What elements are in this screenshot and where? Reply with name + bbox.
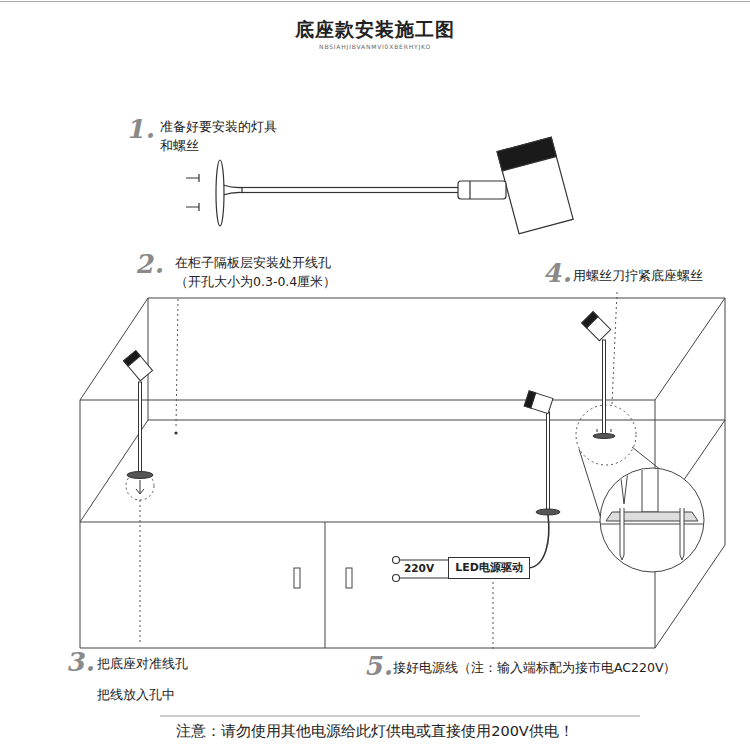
screw bbox=[186, 203, 199, 211]
lamp-figure bbox=[186, 137, 573, 234]
leader-line bbox=[493, 582, 494, 650]
lamp-figure bbox=[524, 391, 560, 515]
terminal bbox=[393, 575, 400, 582]
step-text: 在柜子隔板层安装处开线孔 （开孔大小为0.3-0.4厘米） bbox=[175, 253, 339, 291]
detail-circle bbox=[126, 472, 154, 500]
zoom-line bbox=[579, 449, 603, 525]
lamp-stem bbox=[224, 188, 460, 193]
zoom-content bbox=[598, 460, 706, 560]
box-text: LED电源驱动 bbox=[454, 561, 524, 575]
lamp-cap bbox=[124, 351, 141, 367]
lamp-base bbox=[593, 434, 615, 439]
leader-line bbox=[176, 299, 178, 428]
lamp-head bbox=[524, 391, 553, 414]
cable-hole bbox=[174, 431, 177, 434]
cabinet bbox=[80, 298, 725, 648]
lamp-ring bbox=[469, 181, 470, 199]
wire bbox=[529, 515, 549, 568]
warning-note: 注意：请勿使用其他电源给此灯供电或直接使用200V供电！ bbox=[176, 722, 574, 740]
step-text: 接好电源线（注：输入端标配为接市电AC220V） bbox=[393, 658, 676, 677]
wire bbox=[400, 560, 450, 578]
screw bbox=[597, 429, 611, 432]
zoom-stem bbox=[642, 460, 658, 512]
top-rule bbox=[0, 1, 750, 2]
cabinet-outline bbox=[80, 298, 725, 648]
voltage-label: 220V bbox=[404, 562, 434, 574]
leader-line bbox=[140, 500, 141, 642]
lamp-joint bbox=[458, 181, 506, 199]
bottom-rule bbox=[160, 716, 640, 717]
lamp-cap bbox=[524, 391, 536, 408]
zoom-screw bbox=[620, 508, 684, 560]
lamp-head bbox=[497, 137, 573, 234]
lamp-stem bbox=[547, 412, 550, 511]
subtitle: NBSIAHJIBVANMVI0XBERHYJKO bbox=[319, 43, 431, 51]
wiring bbox=[393, 515, 549, 582]
lamp-body bbox=[124, 351, 153, 381]
zoom-detail bbox=[579, 447, 706, 572]
door-handle bbox=[294, 568, 300, 588]
lamp-figure bbox=[124, 351, 153, 494]
callout-number: 4. bbox=[545, 259, 572, 287]
lamp-flare bbox=[223, 185, 242, 195]
lamp-cap bbox=[497, 137, 556, 171]
step-text: 准备好要安装的灯具 和螺丝 bbox=[160, 117, 279, 155]
lamp-base bbox=[127, 472, 153, 479]
diagram-title: 底座款安装施工图 bbox=[295, 17, 455, 41]
lamp-stem bbox=[603, 340, 606, 435]
leader-line bbox=[612, 292, 617, 404]
zoom-shelf bbox=[598, 524, 706, 525]
callout-number: 3. bbox=[68, 648, 95, 676]
lamp-cap bbox=[582, 312, 598, 328]
down-arrow bbox=[136, 480, 144, 494]
callout-number: 1. bbox=[128, 115, 155, 143]
callout-number: 5. bbox=[366, 652, 393, 680]
screwdriver bbox=[620, 470, 628, 504]
lamp-body bbox=[497, 137, 573, 234]
lamp-base bbox=[536, 509, 560, 515]
lamp-stem bbox=[139, 382, 142, 474]
lamp-body bbox=[524, 391, 553, 414]
lamp-body bbox=[582, 312, 611, 341]
driver-box: LED电源驱动 bbox=[448, 557, 530, 579]
step-text: 用螺丝刀拧紧底座螺丝 bbox=[573, 266, 703, 285]
lamp-figure bbox=[582, 312, 615, 439]
screw bbox=[186, 174, 199, 182]
door-handle bbox=[346, 568, 352, 588]
terminal bbox=[393, 557, 400, 564]
lamp-base bbox=[216, 160, 224, 226]
lamp-head bbox=[582, 312, 611, 341]
callout-number: 2. bbox=[137, 250, 164, 278]
step-text: 把底座对准线孔 把线放入孔中 bbox=[97, 648, 190, 710]
leaders bbox=[126, 292, 636, 650]
lamp-head bbox=[124, 351, 153, 381]
